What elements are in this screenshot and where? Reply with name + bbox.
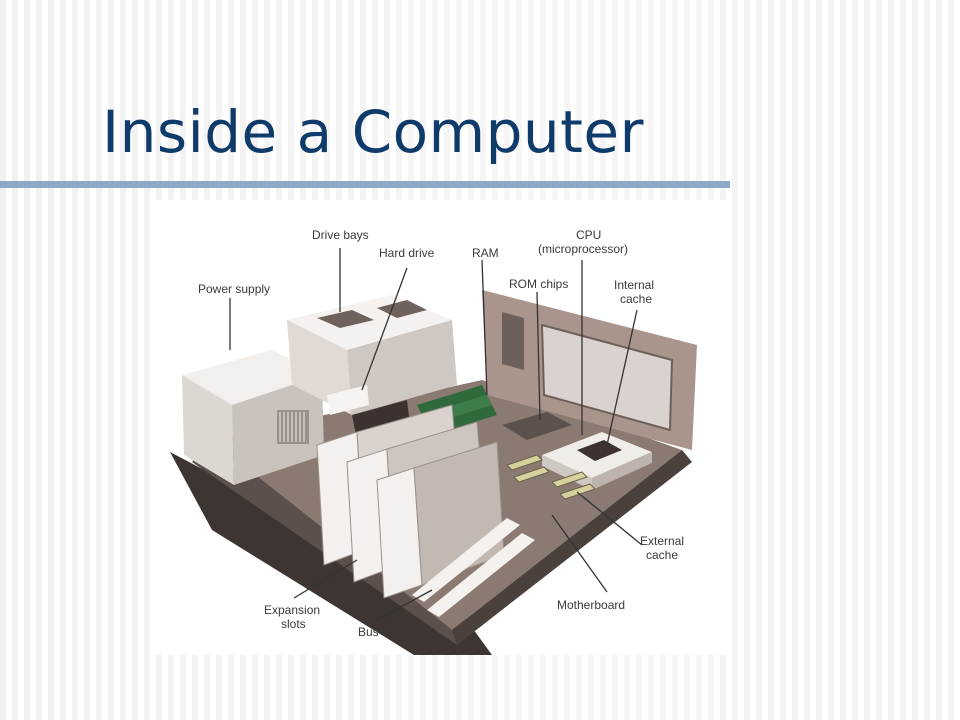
label-ram: RAM bbox=[472, 246, 499, 260]
computer-diagram: Drive bays Hard drive RAM CPU (microproc… bbox=[152, 200, 726, 655]
label-internal-cache-line1: Internal bbox=[614, 278, 654, 292]
label-cpu-line1: CPU bbox=[576, 228, 601, 242]
label-internal-cache-line2: cache bbox=[620, 292, 652, 306]
label-external-cache-line1: External bbox=[640, 534, 684, 548]
label-cpu-line2: (microprocessor) bbox=[538, 242, 628, 256]
label-bus: Bus bbox=[358, 625, 379, 639]
external-cache-chips bbox=[506, 454, 596, 500]
label-rom-chips: ROM chips bbox=[509, 277, 568, 291]
title-underline bbox=[0, 181, 730, 188]
label-expansion-slots-line1: Expansion bbox=[264, 603, 320, 617]
label-expansion-slots-line2: slots bbox=[281, 617, 306, 631]
bus-slots bbox=[412, 518, 535, 617]
expansion-cards bbox=[316, 404, 505, 599]
leader-lines bbox=[229, 248, 643, 621]
slide-title: Inside a Computer bbox=[102, 98, 644, 166]
rom-chips bbox=[502, 412, 572, 440]
power-supply bbox=[182, 350, 322, 405]
label-motherboard: Motherboard bbox=[557, 598, 625, 612]
label-drive-bays: Drive bays bbox=[312, 228, 369, 242]
label-external-cache-line2: cache bbox=[646, 548, 678, 562]
label-power-supply: Power supply bbox=[198, 282, 270, 296]
label-hard-drive: Hard drive bbox=[379, 246, 435, 260]
cpu-chip bbox=[577, 440, 622, 461]
